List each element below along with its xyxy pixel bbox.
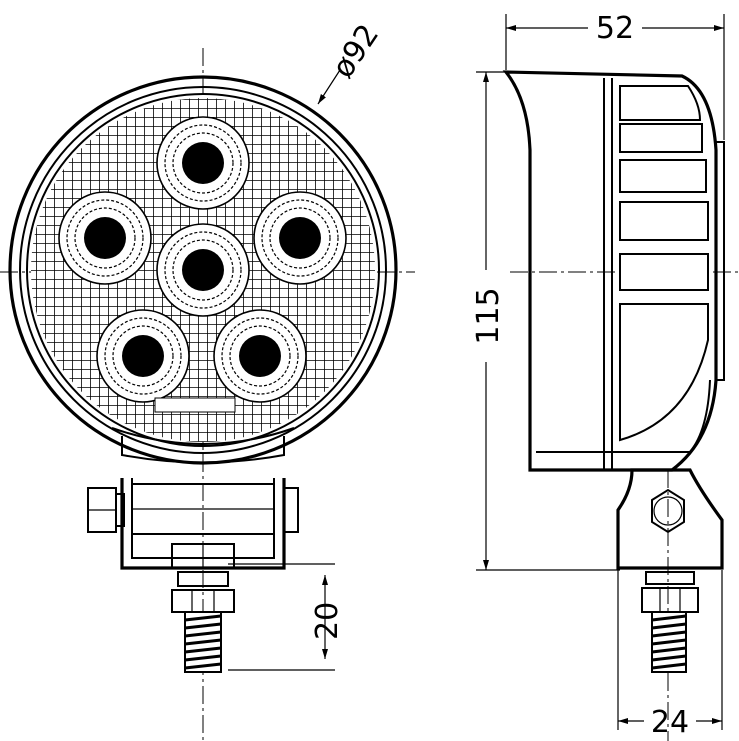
side-housing [502, 70, 718, 472]
led-emitter [182, 142, 224, 184]
bracket-dimension: 20 [228, 563, 345, 671]
led-emitter [279, 217, 321, 259]
side-mount-foot [616, 468, 724, 570]
led-module [96, 309, 190, 403]
hex-bolt-head [651, 488, 685, 534]
logo-mark [154, 397, 236, 413]
height-dimension-label: 115 [471, 287, 506, 344]
led-emitter [122, 335, 164, 377]
led-emitter [182, 249, 224, 291]
depth-dimension-label: 24 [651, 705, 689, 740]
lens-rim [26, 93, 380, 447]
side-stud [641, 571, 699, 673]
width-dimension-label: 52 [596, 11, 634, 46]
bracket-dimension-label: 20 [310, 602, 345, 640]
led-module [156, 223, 250, 317]
height-dimension: 115 [471, 71, 620, 571]
led-module [156, 116, 250, 210]
side-bolt-right [283, 487, 299, 533]
led-emitter [84, 217, 126, 259]
side-rear-cap [716, 141, 725, 381]
depth-dimension: 24 [617, 570, 723, 740]
led-modules [58, 116, 347, 403]
mounting-bracket [87, 478, 299, 570]
diameter-leader [317, 69, 341, 105]
led-module [253, 191, 347, 285]
side-view: 52 115 24 [471, 11, 739, 741]
housing-bottom-lip [111, 427, 295, 445]
housing-inner-ring [19, 86, 387, 454]
diameter-label: ø92 [326, 18, 387, 84]
housing-neck [121, 436, 285, 464]
mounting-stud [171, 571, 235, 673]
led-module [58, 191, 152, 285]
led-module [213, 309, 307, 403]
led-emitter [239, 335, 281, 377]
cooling-fins [619, 85, 709, 442]
front-view: ø92 20 [0, 18, 415, 741]
width-dimension: 52 [505, 11, 725, 140]
